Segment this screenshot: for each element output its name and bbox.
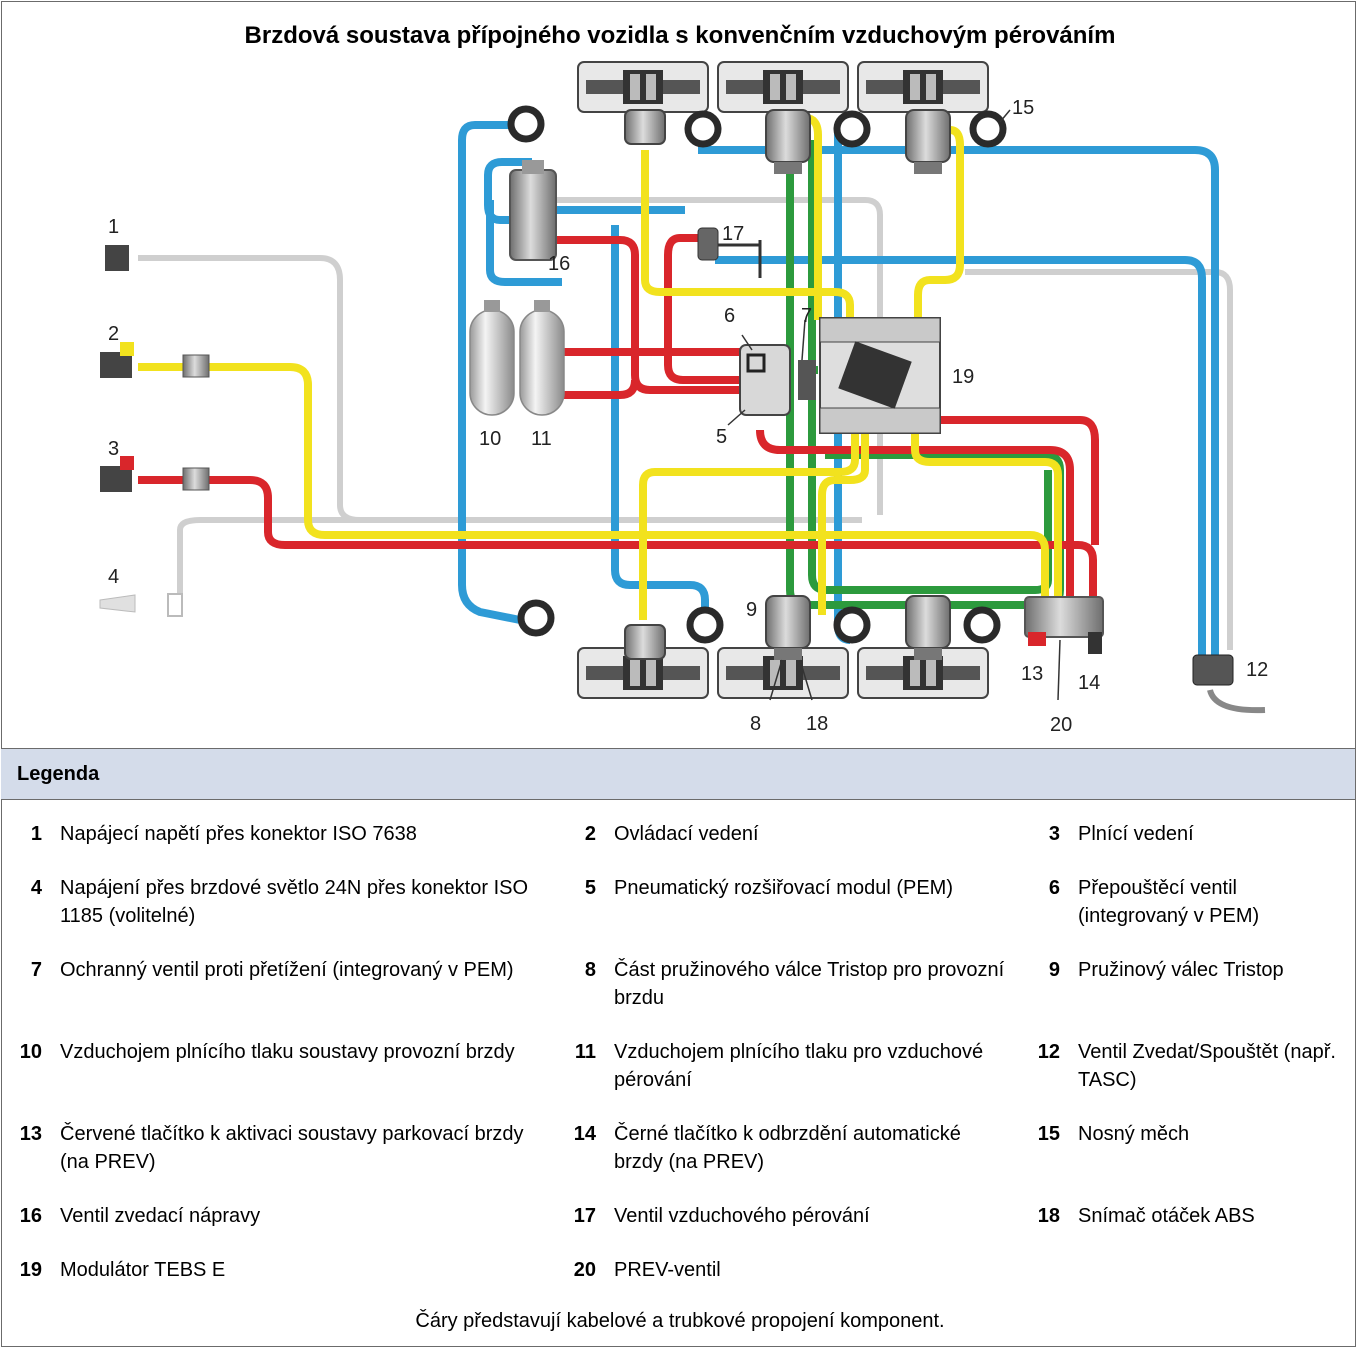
legend-item-number: 15 (1037, 1123, 1060, 1145)
callout-17: 17 (722, 223, 744, 245)
legend-item-number: 10 (19, 1041, 42, 1063)
legend-item-number: 9 (1048, 959, 1060, 981)
legend-item-text: Modulátor TEBS E (60, 1259, 226, 1281)
callout-11: 11 (531, 428, 552, 450)
legend-item-number: 12 (1037, 1041, 1060, 1063)
callout-2: 2 (108, 323, 119, 345)
legend-item-number: 1 (30, 823, 42, 845)
callout-14: 14 (1078, 672, 1100, 694)
brake-system-diagram: 1 2 3 4 5 6 7 8 9 10 11 12 13 14 15 16 1… (99, 61, 1268, 736)
callout-13: 13 (1021, 663, 1043, 685)
legend-item-number: 11 (574, 1041, 596, 1063)
callout-16: 16 (548, 253, 570, 275)
lift-axle-valve (509, 160, 557, 261)
legend-item-text: PREV-ventil (614, 1259, 721, 1281)
brake-cylinders (624, 109, 951, 661)
legend-item-text: Pneumatický rozšiřovací modul (PEM) (614, 877, 953, 899)
coupling-heads (99, 245, 210, 617)
legend-item-text: Ochranný ventil proti přetížení (integro… (60, 959, 514, 981)
callout-10: 10 (479, 428, 501, 450)
legend-item-number: 20 (573, 1259, 596, 1281)
legend-item-number: 13 (19, 1123, 42, 1145)
callout-18: 18 (806, 713, 828, 735)
legend-item-text: Ventil Zvedat/Spouštět (např. TASC) (1078, 1041, 1336, 1091)
legend-item-text: Plnící vedení (1078, 823, 1194, 845)
callout-6: 6 (724, 305, 735, 327)
air-reservoirs (469, 300, 565, 416)
callout-4: 4 (108, 566, 119, 588)
legend-item-text: Ventil vzduchového pérování (614, 1205, 870, 1227)
legend-item-text: Černé tlačítko k odbrzdění automatické b… (614, 1123, 961, 1173)
legend-item-text: Nosný měch (1078, 1123, 1190, 1145)
callout-8: 8 (750, 713, 761, 735)
callout-1: 1 (108, 216, 119, 238)
legend-item-text: Napájecí napětí přes konektor ISO 7638 (60, 823, 417, 845)
figure-title: Brzdová soustava přípojného vozidla s ko… (244, 22, 1116, 49)
legend-item-number: 16 (19, 1205, 42, 1227)
leader-lines (727, 109, 1061, 701)
air-suspension-valve (697, 227, 762, 278)
callout-labels: 1 2 3 4 5 6 7 8 9 10 11 12 13 14 15 16 1… (108, 97, 1268, 736)
callout-7: 7 (801, 305, 812, 327)
grey-cable-lines (138, 197, 1233, 650)
legend-item-number: 17 (573, 1205, 596, 1227)
callout-5: 5 (716, 426, 727, 448)
legend-item-text: Snímač otáček ABS (1078, 1205, 1255, 1227)
legend-item-number: 14 (573, 1123, 596, 1145)
legend-item-text: Přepouštěcí ventil (integrovaný v PEM) (1078, 877, 1260, 927)
legend-item-number: 4 (30, 877, 42, 899)
legend-item-number: 7 (30, 959, 42, 981)
tebs-modulator (819, 317, 941, 434)
legend-item-number: 3 (1048, 823, 1060, 845)
prev-valve (1024, 596, 1104, 654)
callout-20: 20 (1050, 714, 1072, 736)
legend-item-text: Vzduchojem plnícího tlaku soustavy provo… (60, 1041, 515, 1063)
callout-19: 19 (952, 366, 974, 388)
callout-12: 12 (1246, 659, 1268, 681)
legend-heading: Legenda (17, 763, 100, 785)
legend-item-text: Ventil zvedací nápravy (60, 1205, 261, 1227)
callout-9: 9 (746, 599, 757, 621)
legend-item-number: 6 (1048, 877, 1060, 899)
pem-module (739, 344, 816, 416)
lift-lower-valve (1192, 654, 1266, 714)
legend-item-number: 18 (1037, 1205, 1060, 1227)
callout-3: 3 (108, 438, 119, 460)
legend-item-text: Vzduchojem plnícího tlaku pro vzduchové … (614, 1041, 984, 1091)
legend-header: Legenda (1, 748, 1355, 800)
legend-item-text: Část pružinového válce Tristop pro provo… (614, 959, 1005, 1009)
legend-item-number: 19 (19, 1259, 42, 1281)
callout-15: 15 (1012, 97, 1034, 119)
legend-item-text: Ovládací vedení (614, 823, 759, 845)
legend-item-text: Napájení přes brzdové světlo 24N přes ko… (60, 877, 529, 927)
legend-item-number: 5 (584, 877, 596, 899)
legend-item-text: Červené tlačítko k aktivaci soustavy par… (60, 1123, 524, 1173)
legend-item-number: 2 (584, 823, 596, 845)
footer-note: Čáry představují kabelové a trubkové pro… (415, 1310, 945, 1332)
red-pipe-lines (138, 234, 1099, 610)
blue-pipe-lines (458, 121, 1219, 655)
legend-item-number: 8 (584, 959, 596, 981)
legend-item-text: Pružinový válec Tristop (1078, 959, 1284, 981)
axle-units-top (577, 61, 989, 113)
